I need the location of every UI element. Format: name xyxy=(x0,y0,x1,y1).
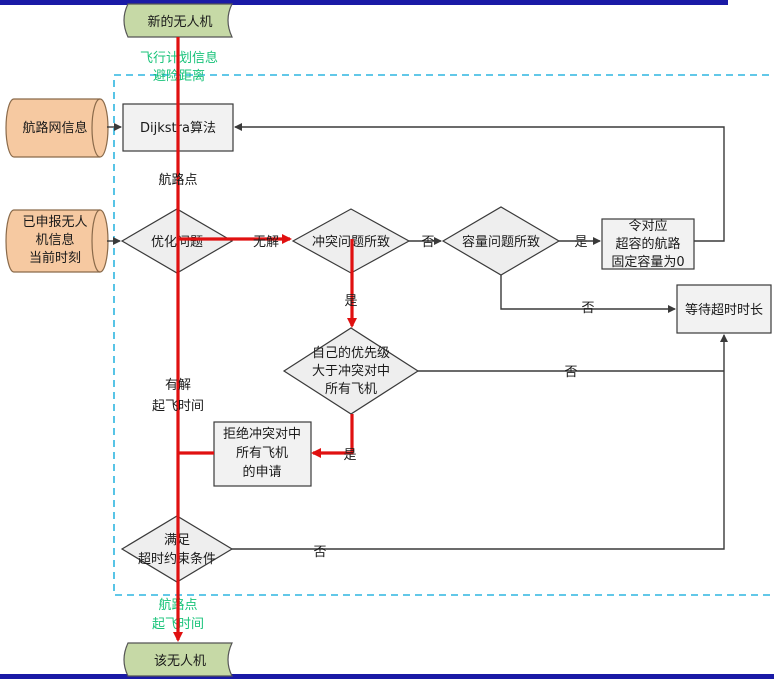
highlight-path xyxy=(173,37,357,642)
start-terminal-label: 新的无人机 xyxy=(147,14,212,30)
priority-decision: 自己的优先级 大于冲突对中 所有飞机 xyxy=(282,327,420,415)
capacity-decision: 容量问题所致 xyxy=(441,206,561,276)
reject-label-2: 所有飞机 xyxy=(236,446,288,461)
no-label-capacity: 否 xyxy=(581,301,594,316)
yes-label-capacity: 是 xyxy=(574,235,587,250)
wait-label: 等待超时时长 xyxy=(685,302,763,318)
no-solution-label: 无解 xyxy=(253,235,279,250)
top-bar xyxy=(0,0,728,5)
priority-label-2: 大于冲突对中 xyxy=(312,363,390,379)
no-label-conflict: 否 xyxy=(421,235,434,250)
route-network-label: 航路网信息 xyxy=(22,120,87,136)
reject-label-3: 的申请 xyxy=(242,464,281,480)
start-terminal: 新的无人机 xyxy=(123,3,233,38)
algorithm-boundary xyxy=(113,74,774,596)
reported-uav-label-3: 当前时刻 xyxy=(29,250,81,266)
set-capacity-label-1: 令对应 xyxy=(628,218,667,234)
has-solution-label-1: 有解 xyxy=(165,378,191,393)
route-network-database: 航路网信息 xyxy=(5,98,109,158)
reported-uav-label-2: 机信息 xyxy=(35,232,74,248)
reported-uav-label-1: 已申报无人 xyxy=(22,215,87,230)
end-terminal: 该无人机 xyxy=(123,642,233,677)
reported-uav-database: 已申报无人 机信息 当前时刻 xyxy=(5,209,109,273)
has-solution-label-2: 起飞时间 xyxy=(152,399,204,414)
priority-label-1: 自己的优先级 xyxy=(312,345,390,361)
end-terminal-label: 该无人机 xyxy=(154,654,206,669)
bottom-bar xyxy=(0,674,774,679)
wait-box: 等待超时时长 xyxy=(676,284,772,334)
priority-label-3: 所有飞机 xyxy=(325,382,377,397)
set-capacity-label-3: 固定容量为0 xyxy=(611,254,684,270)
set-capacity-box: 令对应 超容的航路 固定容量为0 xyxy=(601,218,695,270)
reject-box: 拒绝冲突对中 所有飞机 的申请 xyxy=(213,421,312,487)
capacity-label: 容量问题所致 xyxy=(462,234,540,250)
no-label-timeout: 否 xyxy=(313,545,326,560)
yes-label-priority: 是 xyxy=(343,448,356,463)
waypoint-label: 航路点 xyxy=(158,172,197,188)
set-capacity-label-2: 超容的航路 xyxy=(615,236,680,252)
reject-label-1: 拒绝冲突对中 xyxy=(223,426,301,442)
yes-label-conflict: 是 xyxy=(344,294,357,309)
connectors xyxy=(107,123,728,550)
no-label-priority: 否 xyxy=(564,365,577,380)
